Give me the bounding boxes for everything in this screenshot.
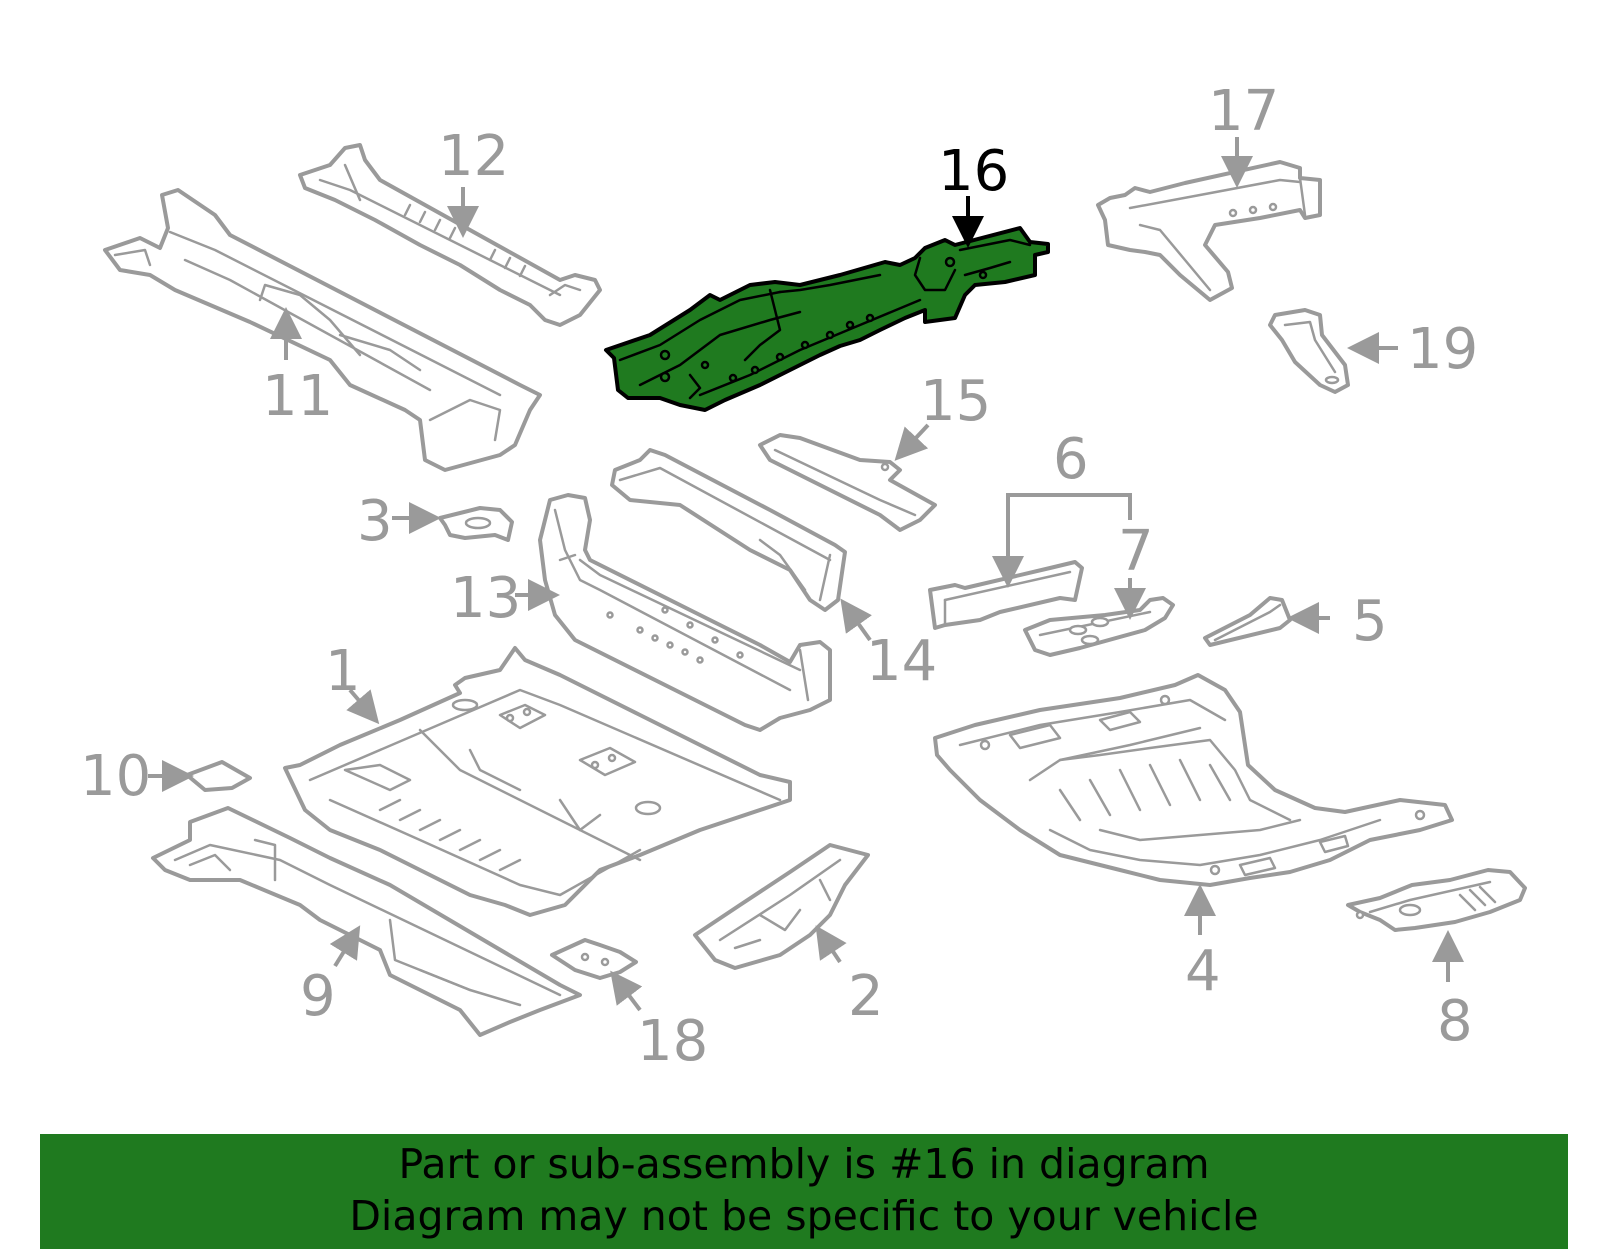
- callout-15: 15: [920, 369, 991, 434]
- part-7-bracket: [1023, 596, 1175, 657]
- part-9-crossmember: [151, 806, 582, 1037]
- part-19-bracket: [1268, 308, 1350, 394]
- callout-10: 10: [80, 744, 151, 809]
- banner-line-1: Part or sub-assembly is #16 in diagram: [398, 1140, 1210, 1188]
- callout-13: 13: [450, 566, 521, 631]
- banner-line-2: Diagram may not be specific to your vehi…: [349, 1192, 1259, 1240]
- part-5-bracket: [1203, 596, 1292, 647]
- part-14-crossmember: [610, 448, 847, 612]
- callout-2: 2: [848, 964, 884, 1029]
- part-4-floor-pan: [933, 673, 1454, 887]
- callout-5: 5: [1352, 589, 1388, 654]
- leader-18: [610, 970, 643, 1012]
- leader-lines: [148, 137, 1464, 1012]
- leader-1: [346, 688, 380, 725]
- part-13-crossmember: [538, 493, 832, 732]
- callout-6: 6: [1053, 427, 1089, 492]
- callout-3: 3: [357, 489, 393, 554]
- leader-14: [840, 598, 872, 642]
- leader-6: [1006, 493, 1132, 578]
- callout-12: 12: [438, 124, 509, 189]
- leader-2: [815, 925, 847, 964]
- callout-17: 17: [1208, 79, 1279, 144]
- callout-7: 7: [1118, 519, 1154, 584]
- part-8-bracket: [1346, 868, 1527, 932]
- part-1-floor-pan: [283, 646, 792, 917]
- leader-15: [894, 423, 930, 461]
- callout-19: 19: [1407, 317, 1478, 382]
- callout-labels: 1 2 3 4 5 6 7 8 9 10 11 12 13 14 15 16 1…: [80, 79, 1478, 1074]
- info-banner: Part or sub-assembly is #16 in diagram D…: [40, 1134, 1568, 1249]
- callout-18: 18: [637, 1009, 708, 1074]
- callout-16: 16: [938, 139, 1009, 204]
- callout-8: 8: [1437, 989, 1473, 1054]
- part-11-crossmember: [103, 188, 542, 472]
- part-18-bracket: [550, 938, 638, 980]
- part-15-bar: [758, 433, 937, 532]
- callout-11: 11: [262, 364, 333, 429]
- callout-1: 1: [325, 639, 361, 704]
- part-16-highlighted: [604, 226, 1050, 412]
- part-2-plate: [693, 843, 870, 970]
- leader-9: [329, 925, 361, 968]
- callout-14: 14: [866, 629, 937, 694]
- part-3-bracket: [438, 506, 514, 542]
- callout-4: 4: [1185, 939, 1221, 1004]
- callout-9: 9: [300, 964, 336, 1029]
- part-10-plate: [185, 760, 252, 792]
- part-17-bracket: [1096, 160, 1322, 302]
